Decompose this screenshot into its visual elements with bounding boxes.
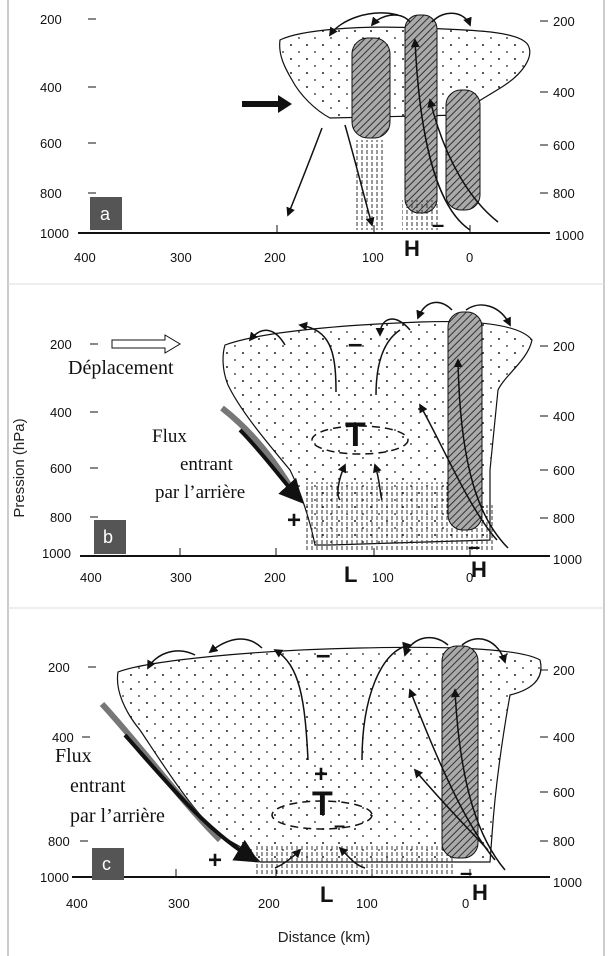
panel-a-cell-3 [446,90,480,210]
panel-b-mark-H: H [471,557,487,582]
panel-b-right-tickmarks [540,346,548,518]
panel-b-badge: b [94,520,126,554]
panel-c-right-tickmarks [540,670,548,841]
panel-c-badge: c [92,848,124,880]
panel-a-left-tick-600: 600 [40,136,62,151]
panel-c-right-tick-800: 800 [553,834,575,849]
panel-a-left-tickmarks [88,19,96,193]
panel-a-dist-400: 400 [74,250,96,265]
panel-a-right-tickmarks [540,21,548,193]
panel-b-mark-minus-low: – [468,534,480,559]
panel-c-mark-H: H [472,880,488,905]
panel-b-mark-plus: + [287,507,301,534]
panel-a-right-tick-400: 400 [553,85,575,100]
panel-a-badge: a [90,197,122,230]
panel-a-mark-high: H [404,236,420,261]
panel-c-letter: c [102,854,111,874]
panel-b-inflow-label-2: entrant [180,454,233,475]
panel-b-dist-100: 100 [372,570,394,585]
panel-c-dist-0: 0 [462,896,469,911]
panel-c-left-tick-1000: 1000 [40,870,69,885]
panel-b-right-tick-400: 400 [553,409,575,424]
panel-c-mark-plus-top: + [314,761,328,788]
panel-c-right-tick-200: 200 [553,663,575,678]
panel-c-dist-400: 400 [66,896,88,911]
panel-a-right-tick-1000: 1000 [555,228,584,243]
panel-a: 200 400 600 800 1000 200 400 600 800 100… [40,12,584,265]
panel-a-dist-0: 0 [466,250,473,265]
panel-c: 200 400 800 1000 200 400 600 800 1000 40… [40,638,582,911]
panel-b-dist-200: 200 [264,570,286,585]
panel-b-right-tick-600: 600 [553,463,575,478]
panel-c-dist-100: 100 [356,896,378,911]
panel-c-mark-minus-low: – [460,860,472,885]
panel-a-mark-minus: – [432,212,444,237]
panel-b-left-tick-200: 200 [50,337,72,352]
panel-c-rain-area [255,846,455,874]
panel-c-left-tick-400: 400 [52,730,74,745]
panel-b-right-tick-800: 800 [553,511,575,526]
panel-a-dist-200: 200 [264,250,286,265]
panel-c-mark-minus-mid: – [334,815,345,837]
panel-c-right-tick-600: 600 [553,785,575,800]
panel-b-left-tick-400: 400 [50,405,72,420]
panel-a-motion-arrow [242,95,292,113]
panel-b-mark-L: L [344,562,357,587]
panel-a-left-tick-800: 800 [40,186,62,201]
panel-a-left-tick-1000: 1000 [40,226,69,241]
panel-c-dist-200: 200 [258,896,280,911]
panel-c-mark-minus-top: – [316,639,330,669]
panel-c-left-tick-800: 800 [48,834,70,849]
panel-c-mark-plus-low: + [208,847,222,874]
panel-c-inflow-label-1: Flux [55,745,92,767]
panel-c-dist-300: 300 [168,896,190,911]
panel-c-inflow-label-3: par l’arrière [70,805,165,827]
panel-c-mark-L: L [320,882,333,907]
panel-a-dist-300: 300 [170,250,192,265]
panel-b: 200 400 600 800 1000 200 400 600 800 100… [42,302,582,587]
panel-a-cell-1 [352,38,390,138]
panel-b-motion-label: Déplacement [68,357,174,379]
panel-c-right-tick-1000: 1000 [553,875,582,890]
panel-b-mark-T: T [345,416,366,454]
panel-a-left-tick-400: 400 [40,80,62,95]
panel-a-right-tick-200: 200 [553,14,575,29]
panel-c-inflow-label-2: entrant [70,775,126,797]
panel-b-right-tick-1000: 1000 [553,552,582,567]
panel-c-right-tick-400: 400 [553,730,575,745]
panel-a-letter: a [100,204,111,224]
panel-b-dist-300: 300 [170,570,192,585]
panel-b-left-tick-800: 800 [50,510,72,525]
panel-c-mark-T: T [312,785,333,823]
panel-a-dist-100: 100 [362,250,384,265]
panel-a-left-tick-200: 200 [40,12,62,27]
y-axis-title: Pression (hPa) [11,418,28,517]
panel-c-left-tick-200: 200 [48,660,70,675]
panel-b-right-tick-200: 200 [553,339,575,354]
panel-b-left-tick-600: 600 [50,461,72,476]
x-axis-title: Distance (km) [278,929,371,946]
panel-b-dist-400: 400 [80,570,102,585]
panel-b-inflow-label-3: par l’arrière [155,482,245,503]
panel-b-letter: b [103,527,113,547]
panel-a-right-tick-600: 600 [553,138,575,153]
panel-b-inflow-label-1: Flux [152,426,187,447]
panel-b-motion-arrow [112,335,180,353]
panel-a-right-tick-800: 800 [553,186,575,201]
panel-b-mark-minus-top: – [348,328,362,358]
panel-b-left-tick-1000: 1000 [42,546,71,561]
